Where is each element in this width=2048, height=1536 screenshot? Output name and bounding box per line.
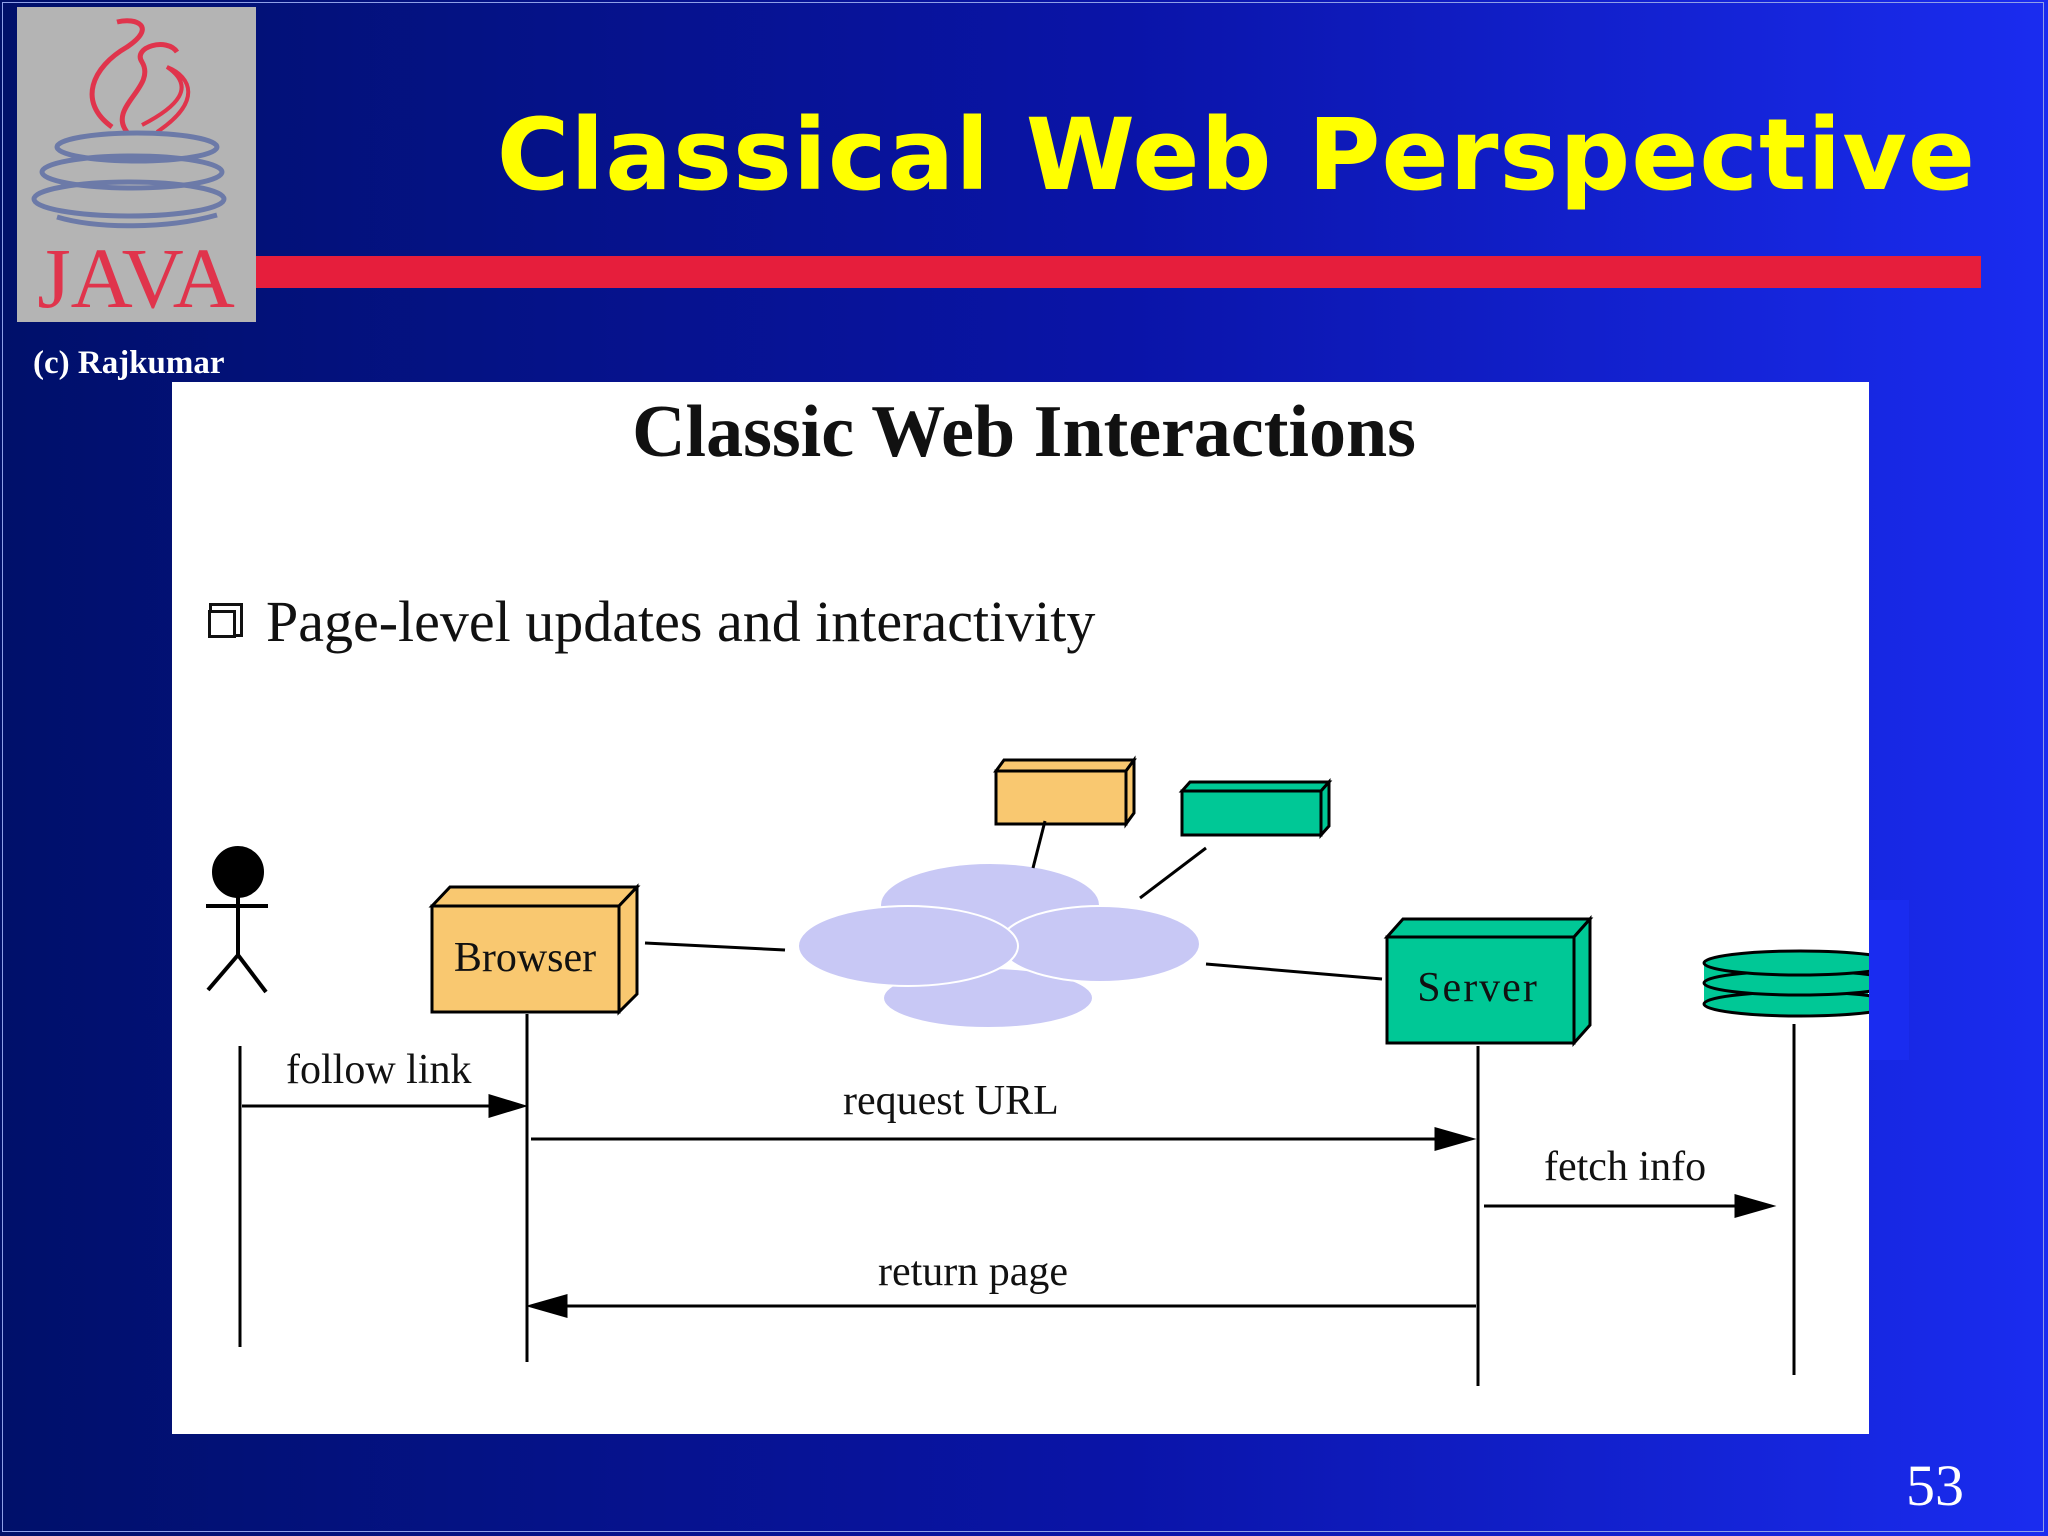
panel-clip xyxy=(1869,900,1909,1060)
bullet-box-icon xyxy=(208,609,236,638)
fetch-info-label: fetch info xyxy=(1544,1144,1706,1190)
browser-label: Browser xyxy=(454,935,596,981)
follow-link-label: follow link xyxy=(286,1047,472,1093)
panel-heading: Classic Web Interactions xyxy=(632,391,1416,473)
server-node: Server xyxy=(1383,915,1594,1047)
java-logo: JAVA xyxy=(17,7,256,322)
user-actor-icon xyxy=(206,846,268,994)
lifelines xyxy=(238,1014,1796,1386)
network-connectors xyxy=(644,820,1383,981)
logo-wordmark: JAVA xyxy=(37,230,235,322)
slide-title: Classical Web Perspective xyxy=(496,98,1976,213)
server-label: Server xyxy=(1417,965,1539,1011)
request-url-label: request URL xyxy=(843,1078,1059,1124)
title-underline-bar xyxy=(256,256,1981,288)
internet-cloud-icon xyxy=(797,862,1201,1029)
bullet-item: Page-level updates and interactivity xyxy=(208,588,1095,655)
green-client-node xyxy=(1178,778,1333,839)
database-icon xyxy=(1702,949,1898,1018)
return-page-label: return page xyxy=(878,1249,1068,1295)
bullet-text: Page-level updates and interactivity xyxy=(266,589,1096,654)
orange-client-node xyxy=(993,755,1137,829)
copyright-text: (c) Rajkumar xyxy=(33,345,225,381)
browser-node: Browser xyxy=(428,883,641,1016)
page-number: 53 xyxy=(1906,1453,1964,1518)
